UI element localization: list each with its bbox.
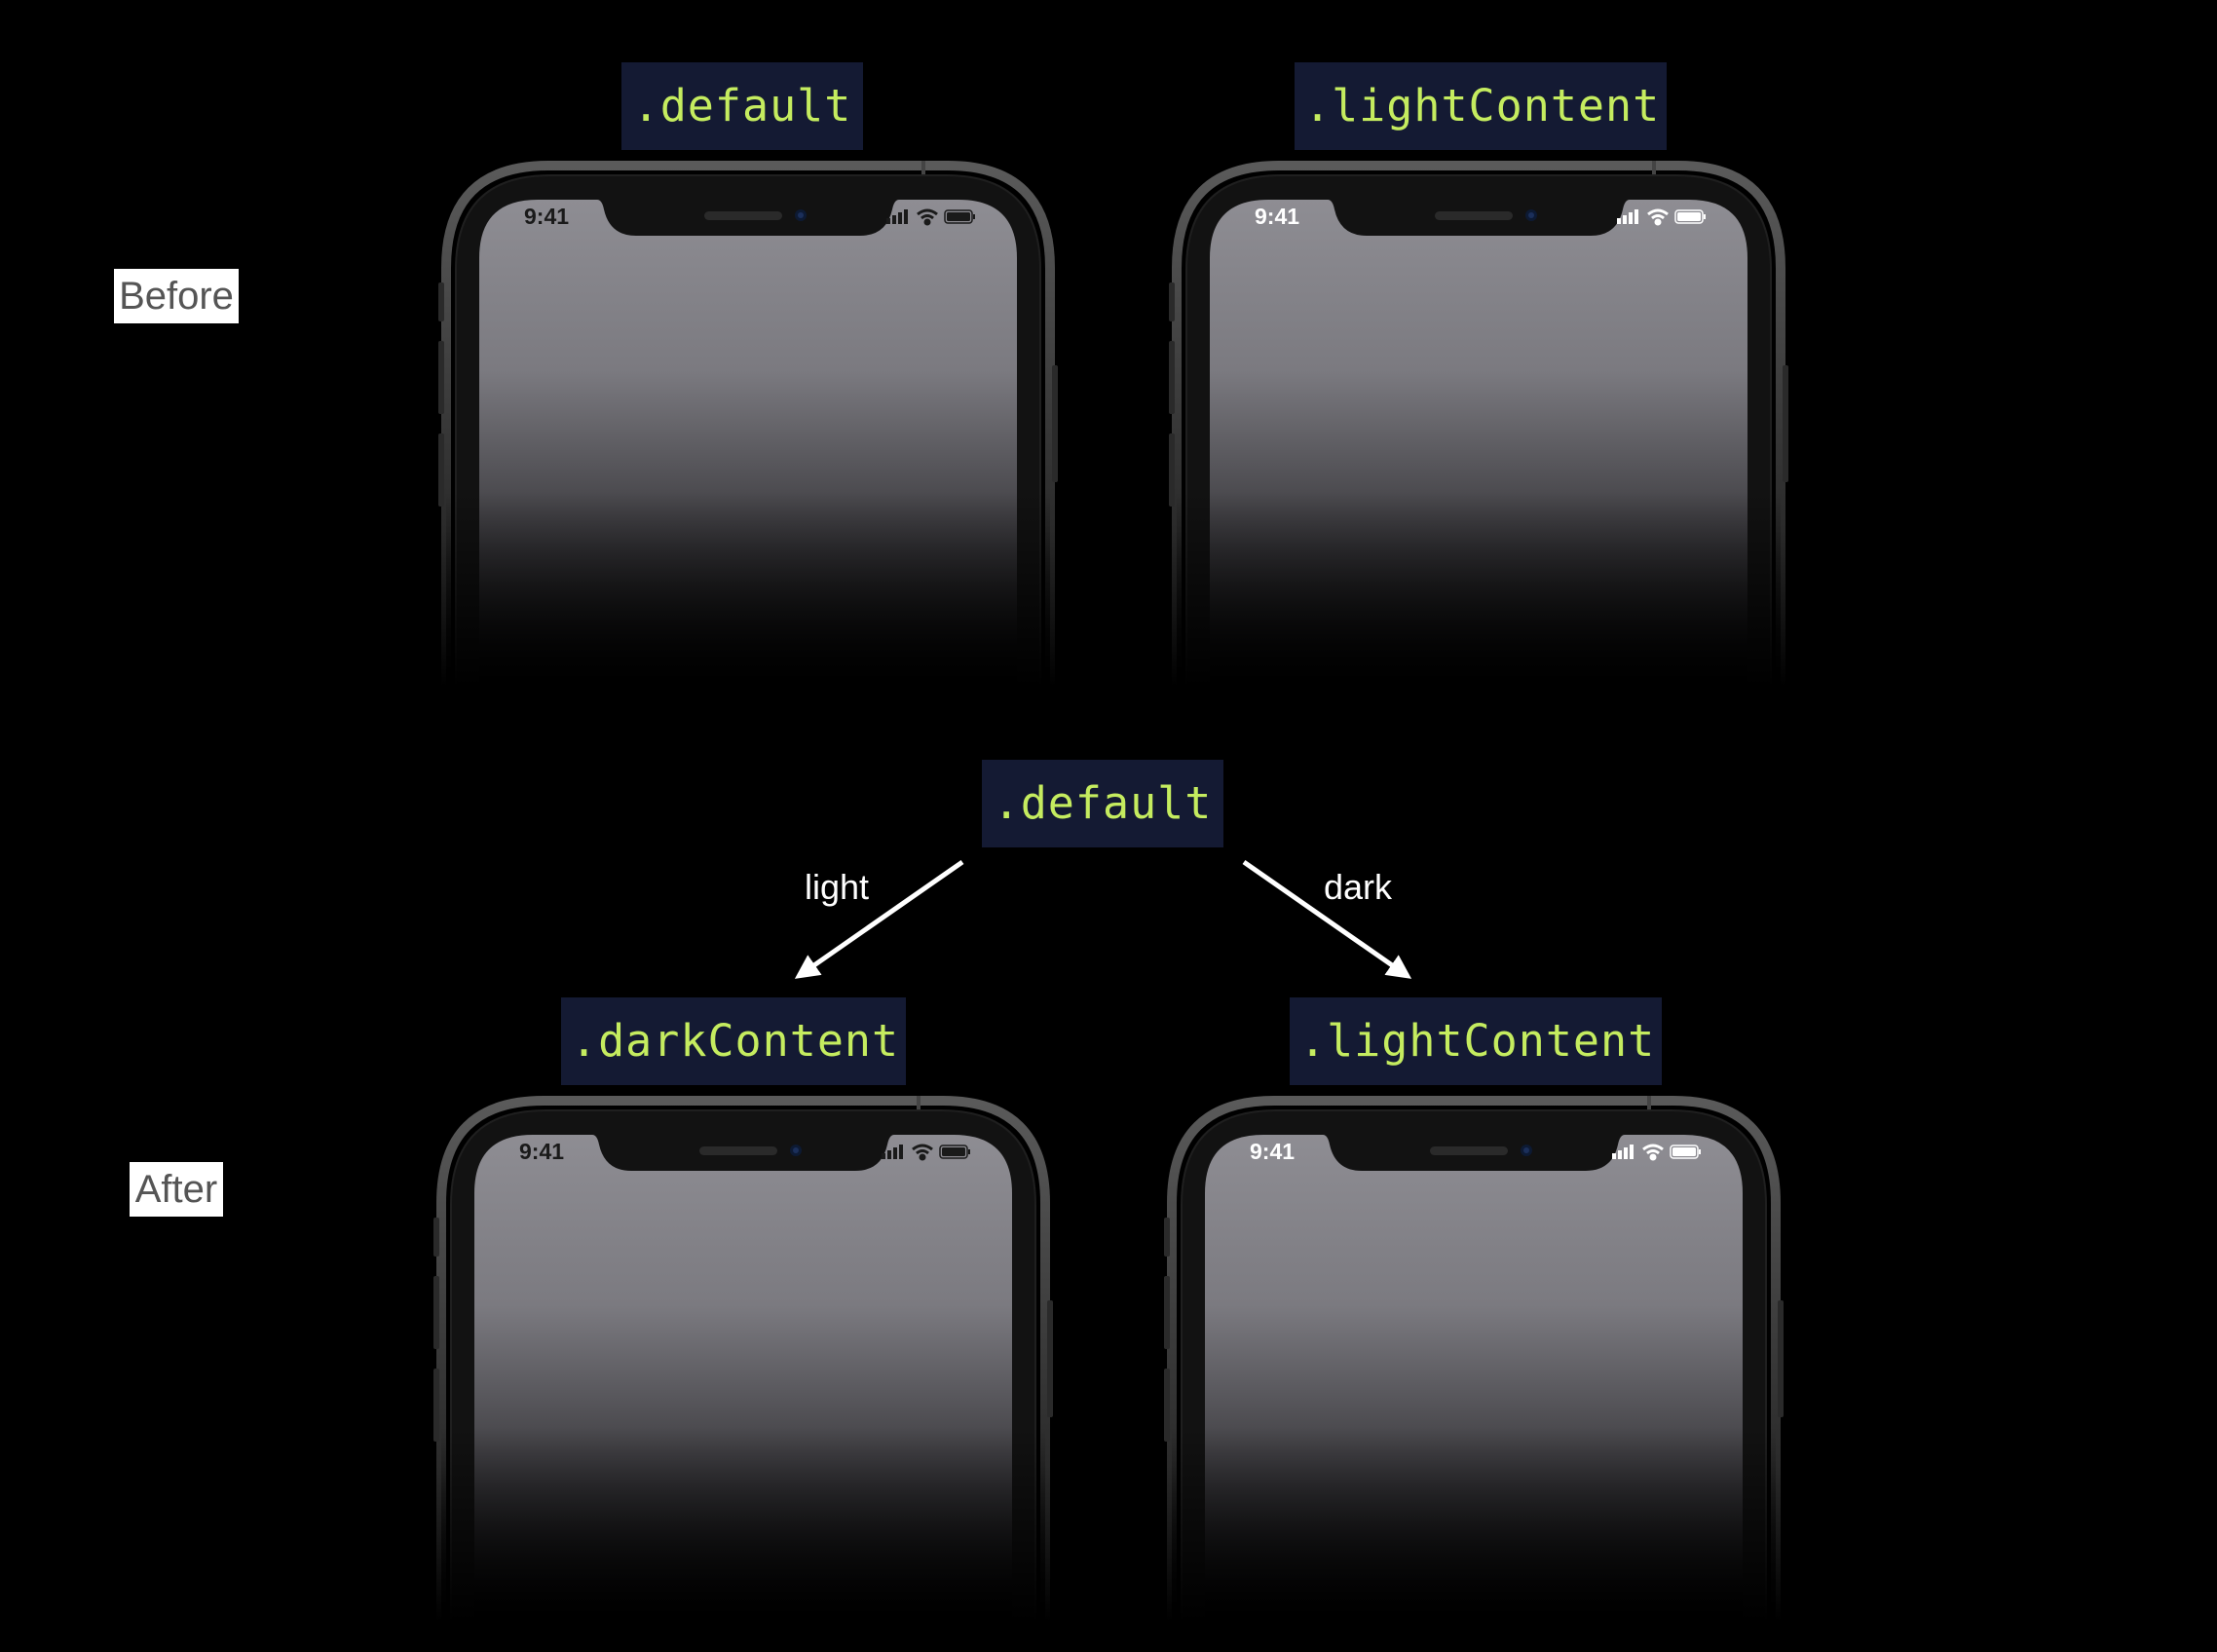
before-label: Before — [114, 269, 239, 323]
dark-arrow-label: dark — [1324, 867, 1393, 907]
status-time: 9:41 — [1250, 1139, 1296, 1164]
signal-icon — [1612, 1145, 1634, 1159]
status-icons-dark — [882, 1144, 970, 1161]
signal-icon — [882, 1145, 903, 1159]
after-left-phone: 9:41 — [441, 1096, 1045, 1622]
before-right-phone: 9:41 — [1177, 161, 1781, 687]
before-right-style-label: .lightContent — [1295, 62, 1667, 150]
after-label: After — [130, 1162, 223, 1217]
status-icons-light — [1617, 208, 1706, 226]
after-right-phone: 9:41 — [1172, 1096, 1776, 1622]
status-icons-light — [1612, 1144, 1701, 1161]
wifi-icon — [1642, 1144, 1664, 1161]
status-icons-dark — [886, 208, 975, 226]
status-time: 9:41 — [519, 1139, 565, 1164]
wifi-icon — [917, 208, 938, 226]
wifi-icon — [1647, 208, 1669, 226]
battery-icon — [939, 1145, 970, 1159]
signal-icon — [886, 209, 908, 224]
status-time: 9:41 — [524, 204, 570, 229]
before-left-style-label: .default — [621, 62, 863, 150]
after-right-style-label: .lightContent — [1290, 997, 1662, 1085]
light-arrow-label: light — [805, 867, 870, 907]
wifi-icon — [912, 1144, 933, 1161]
after-left-style-label: .darkContent — [561, 997, 906, 1085]
before-left-phone: 9:41 — [446, 161, 1050, 687]
source-style-label: .default — [982, 760, 1223, 847]
battery-icon — [1670, 1145, 1701, 1159]
status-time: 9:41 — [1255, 204, 1300, 229]
signal-icon — [1617, 209, 1638, 224]
battery-icon — [944, 209, 975, 224]
battery-icon — [1674, 209, 1706, 224]
